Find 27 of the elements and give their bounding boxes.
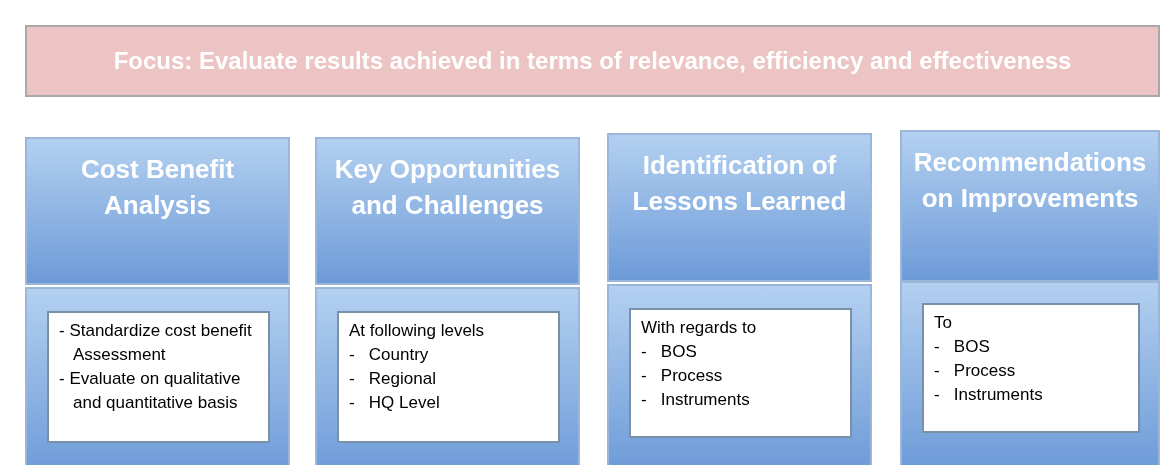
list-item: - Instruments [641,389,751,411]
header-box: Cost Benefit Analysis [25,137,290,285]
text-box [922,303,1140,433]
list-item: - Country [349,344,430,366]
text-box [337,311,560,443]
text-box [47,311,270,443]
header-box: Identification of Lessons Learned [607,133,872,282]
list-item: With regards to [641,317,758,339]
header-box: Key Opportunities and Challenges [315,137,580,285]
list-item: At following levels [349,320,486,342]
list-item: - HQ Level [349,392,441,414]
panel-box [607,284,872,465]
list-item: - Evaluate on qualitative and quantitative basis [59,368,242,414]
list-item: - Instruments [934,384,1044,406]
list-item: - Process [641,365,724,387]
panel-box [315,287,580,465]
list-item: - Process [934,360,1017,382]
list-item: - Standardize cost benefit Assessment [59,320,253,366]
list-item: To [934,312,953,334]
focus-banner: Focus: Evaluate results achieved in terms of relevance, efficiency and effectiveness [25,25,1160,97]
list-item: - Regional [349,368,437,390]
text-box [629,308,852,438]
list-item: - BOS [934,336,991,358]
panel-box [25,287,290,465]
panel-box [900,281,1160,465]
header-box: Recommendations on Improvements [900,130,1160,282]
list-item: - BOS [641,341,698,363]
